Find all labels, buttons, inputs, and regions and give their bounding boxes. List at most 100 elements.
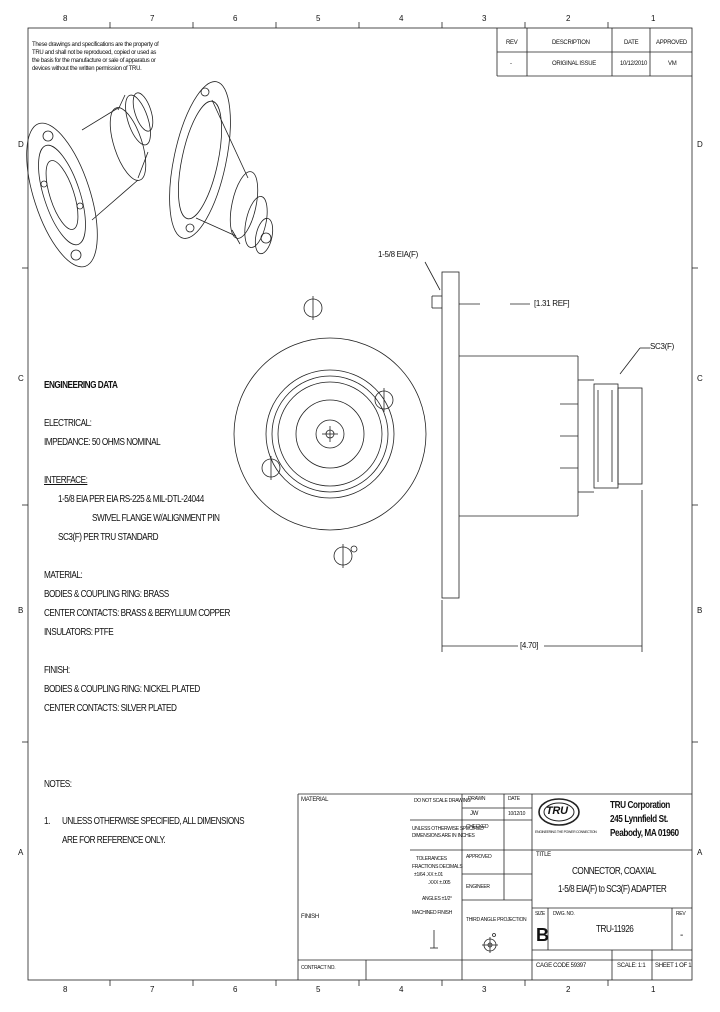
tb-cage-code: CAGE CODE 59397 xyxy=(536,963,586,969)
tb-tolerance-3: .XXX ±.005 xyxy=(428,880,451,886)
interface-heading: INTERFACE: xyxy=(44,475,88,486)
rev-cell-date: 10/12/2010 xyxy=(620,61,648,67)
engineering-heading: ENGINEERING DATA xyxy=(44,380,118,391)
notes-item-number: 1. xyxy=(44,816,50,827)
tb-rev-label: REV xyxy=(676,911,686,917)
disclaimer-line-3: the basis for the manufacture or sale of… xyxy=(32,58,156,64)
tb-dims-note-1: UNLESS OTHERWISE SPECIFIED xyxy=(412,826,484,832)
zone-bottom-6: 3 xyxy=(482,985,487,994)
rev-cell-rev: - xyxy=(510,61,512,67)
tb-tolerance-1: FRACTIONS DECIMALS xyxy=(412,864,463,870)
drawing-title-line-1: CONNECTOR, COAXIAL xyxy=(572,866,656,877)
tb-contract-label: CONTRACT NO. xyxy=(301,965,336,971)
zone-top-4: 5 xyxy=(316,14,321,23)
zone-bottom-8: 1 xyxy=(651,985,656,994)
logo-oval xyxy=(538,798,580,826)
zone-right-b: B xyxy=(697,606,703,615)
zone-left-c: C xyxy=(18,374,24,383)
drawing-title-line-2: 1-5/8 EIA(F) to SC3(F) ADAPTER xyxy=(558,884,667,895)
tb-size-value: B xyxy=(536,925,549,945)
callout-sc3: SC3(F) xyxy=(650,342,674,351)
impedance-text: IMPEDANCE: 50 OHMS NOMINAL xyxy=(44,437,161,448)
zone-bottom-3: 6 xyxy=(233,985,238,994)
material-line-2: CENTER CONTACTS: BRASS & BERYLLIUM COPPE… xyxy=(44,608,230,619)
rev-cell-approved: VM xyxy=(668,61,677,67)
zone-top-8: 1 xyxy=(651,14,656,23)
notes-heading: NOTES: xyxy=(44,779,72,790)
interface-line-1: 1-5/8 EIA PER EIA RS-225 & MIL-DTL-24044 xyxy=(58,494,204,505)
drawing-frame xyxy=(27,27,693,981)
material-heading: MATERIAL: xyxy=(44,570,83,581)
tru-tagline: ENGINEERING THE POWER CONNECTION xyxy=(535,830,597,834)
zone-left-d: D xyxy=(18,140,24,149)
tb-sheet: SHEET 1 OF 1 xyxy=(655,963,692,969)
tb-approved-label: APPROVED xyxy=(466,854,492,860)
company-address-1: 245 Lynnfield St. xyxy=(610,814,668,825)
tb-tolerance-5: MACHINED FINISH xyxy=(412,910,452,916)
tb-scale-note: DO NOT SCALE DRAWING xyxy=(414,798,471,804)
zone-top-3: 6 xyxy=(233,14,238,23)
tb-dwg-number: TRU-11926 xyxy=(596,924,634,935)
iso-view-right xyxy=(169,81,274,255)
zone-right-a: A xyxy=(697,848,703,857)
tb-scale: SCALE: 1:1 xyxy=(617,963,646,969)
disclaimer-line-1: These drawings and specifications are th… xyxy=(32,42,159,48)
tb-title-label: TITLE xyxy=(536,852,551,858)
company-name: TRU Corporation xyxy=(610,800,670,811)
material-line-1: BODIES & COUPLING RING: BRASS xyxy=(44,589,169,600)
tru-logo: TRU xyxy=(546,805,568,817)
notes-item-1a: UNLESS OTHERWISE SPECIFIED, ALL DIMENSIO… xyxy=(62,816,245,827)
zone-top-5: 4 xyxy=(399,14,404,23)
tb-drawn-label: DRAWN xyxy=(468,796,486,802)
tb-tolerance-2: ±1/64 .XX ±.01 xyxy=(414,872,443,878)
front-view xyxy=(233,296,427,568)
zone-bottom-1: 8 xyxy=(63,985,68,994)
interface-line-2: SWIVEL FLANGE W/ALIGNMENT PIN xyxy=(92,513,220,524)
company-address-2: Peabody, MA 01960 xyxy=(610,828,679,839)
zone-right-d: D xyxy=(697,140,703,149)
zone-bottom-2: 7 xyxy=(150,985,155,994)
zone-top-7: 2 xyxy=(566,14,571,23)
zone-right-c: C xyxy=(697,374,703,383)
finish-line-1: BODIES & COUPLING RING: NICKEL PLATED xyxy=(44,684,200,695)
tb-engineer-label: ENGINEER xyxy=(466,884,490,890)
title-block-lines xyxy=(297,793,692,980)
notes-item-1b: ARE FOR REFERENCE ONLY. xyxy=(62,835,166,846)
rev-cell-description: ORIGINAL ISSUE xyxy=(552,61,596,67)
tb-tolerance-0: TOLERANCES xyxy=(416,856,447,862)
zone-ticks xyxy=(22,22,698,986)
zone-bottom-5: 4 xyxy=(399,985,404,994)
tb-date-label: DATE xyxy=(508,796,520,802)
zone-left-b: B xyxy=(18,606,24,615)
tb-dims-note-2: DIMENSIONS ARE IN INCHES xyxy=(412,833,475,839)
zone-top-6: 3 xyxy=(482,14,487,23)
rev-header-approved: APPROVED xyxy=(656,40,687,46)
zone-left-a: A xyxy=(18,848,24,857)
tb-drawn-date: 10/12/10 xyxy=(508,811,526,817)
zone-bottom-7: 2 xyxy=(566,985,571,994)
tb-size-label: SIZE xyxy=(535,911,545,917)
disclaimer-line-2: TRU and shall not be reproduced, copied … xyxy=(32,50,157,56)
interface-line-3: SC3(F) PER TRU STANDARD xyxy=(58,532,159,543)
side-view xyxy=(424,261,650,652)
logo-inner xyxy=(543,802,575,822)
tb-checked-label: CHECKED xyxy=(466,824,489,830)
zone-bottom-4: 5 xyxy=(316,985,321,994)
rev-header-date: DATE xyxy=(624,40,639,46)
revision-table-lines xyxy=(496,28,692,77)
tb-third-angle: THIRD ANGLE PROJECTION xyxy=(466,917,527,923)
callout-dim-ref: [1.31 REF] xyxy=(534,299,570,308)
material-line-3: INSULATORS: PTFE xyxy=(44,627,114,638)
tb-rev-value: - xyxy=(680,930,684,941)
zone-top-1: 8 xyxy=(63,14,68,23)
tb-dwg-label: DWG. NO. xyxy=(553,911,575,917)
callout-eia: 1-5/8 EIA(F) xyxy=(378,250,418,259)
finish-line-2: CENTER CONTACTS: SILVER PLATED xyxy=(44,703,177,714)
disclaimer-line-4: devices without the written permission o… xyxy=(32,66,142,72)
finish-heading: FINISH: xyxy=(44,665,70,676)
rev-header-rev: REV xyxy=(506,40,518,46)
iso-view-left xyxy=(26,92,154,268)
tb-tolerance-4: ANGLES ±1/2° xyxy=(422,896,452,902)
tb-material-label: MATERIAL xyxy=(301,797,329,803)
